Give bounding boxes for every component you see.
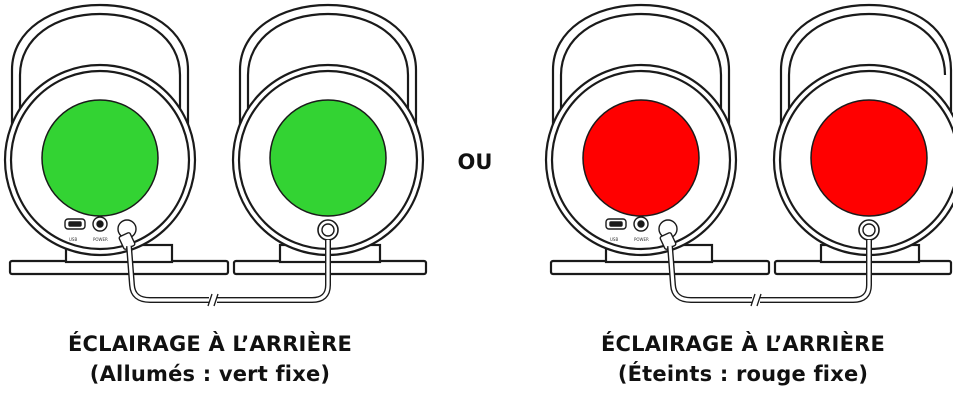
caption-title: ÉCLAIRAGE À L’ARRIÈRE xyxy=(67,332,353,356)
cable-break-mark xyxy=(750,293,762,307)
usb-label: USB xyxy=(69,237,77,242)
cable-port-inner xyxy=(321,223,335,237)
caption-off: ÉCLAIRAGE À L’ARRIÈRE (Éteints : rouge f… xyxy=(533,329,953,389)
light-ring-right xyxy=(810,99,928,217)
cable-fill xyxy=(127,240,330,302)
port-area-left xyxy=(605,216,678,250)
speaker-left-lit xyxy=(3,3,230,276)
light-ring-left xyxy=(582,99,700,217)
power-port-inner xyxy=(637,220,645,228)
panel-lit: USB POWER xyxy=(3,3,428,307)
caption-subtitle: (Allumés : vert fixe) xyxy=(89,362,331,386)
speaker-left-off xyxy=(544,3,771,276)
port-area-left xyxy=(64,216,137,250)
usb-port-inner xyxy=(68,221,82,227)
separator-or: OU xyxy=(457,150,493,174)
cable-break xyxy=(209,294,217,306)
light-ring-right xyxy=(269,99,387,217)
power-label: POWER xyxy=(93,237,108,242)
connecting-cable-right xyxy=(667,240,872,307)
speaker-right-lit xyxy=(231,3,428,276)
caption-title: ÉCLAIRAGE À L’ARRIÈRE xyxy=(600,332,886,356)
cable-break xyxy=(752,294,760,306)
connecting-cable-left xyxy=(126,240,331,307)
power-label: POWER xyxy=(634,237,649,242)
power-port-inner xyxy=(96,220,104,228)
cable-break-mark xyxy=(207,293,219,307)
cable-fill xyxy=(668,240,871,302)
speaker-right-off xyxy=(772,3,953,276)
usb-port-inner xyxy=(609,221,623,227)
panel-off: USB POWER xyxy=(544,3,953,307)
caption-lit: ÉCLAIRAGE À L’ARRIÈRE (Allumés : vert fi… xyxy=(0,329,420,389)
usb-label: USB xyxy=(610,237,618,242)
cable-port-inner xyxy=(862,223,876,237)
light-ring-left xyxy=(41,99,159,217)
caption-subtitle: (Éteints : rouge fixe) xyxy=(617,362,869,386)
